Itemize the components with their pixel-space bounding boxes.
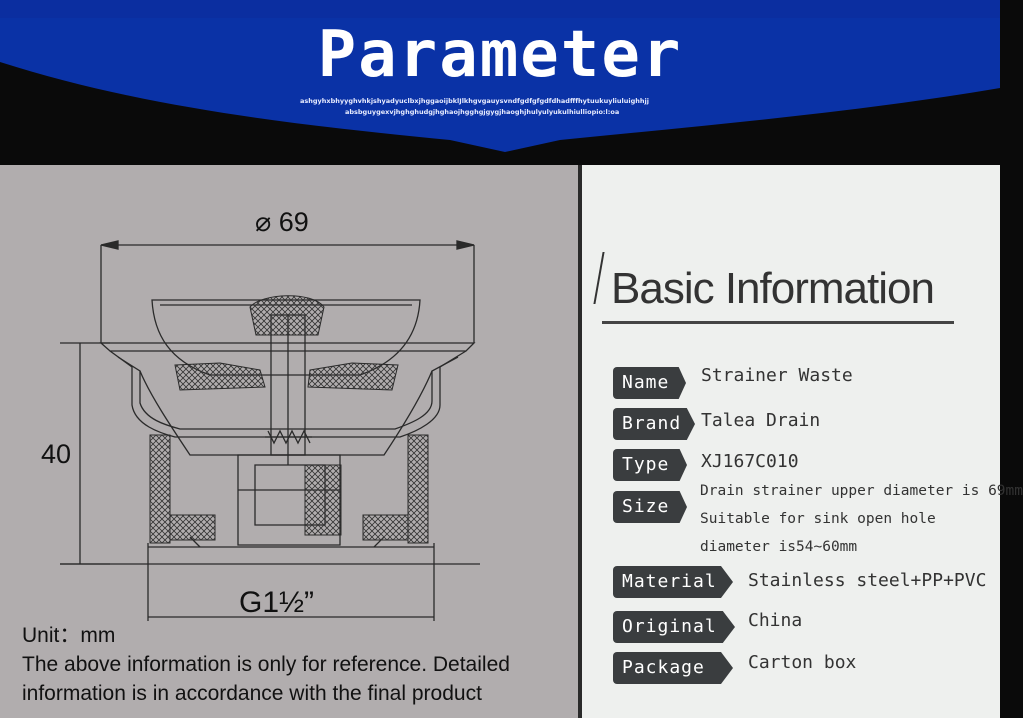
value-size-line-3: diameter is54~60mm: [700, 539, 858, 555]
thread-label: G1½”: [239, 586, 315, 619]
banner-shape: [0, 0, 1000, 152]
drawing-notes: Unit：mm The above information is only fo…: [22, 621, 510, 708]
value-name: Strainer Waste: [701, 365, 853, 386]
banner-subtext-1: ashgyhxbhyyghvhkjshyadyuclbxjhggaoijbklJ…: [300, 97, 649, 105]
label-size: Size: [613, 491, 687, 523]
value-original: China: [748, 610, 803, 631]
height-label: 40: [41, 439, 72, 469]
value-material: Stainless steel+PP+PVC: [748, 570, 987, 591]
unit-note: Unit：mm: [22, 624, 116, 647]
label-type: Type: [613, 449, 687, 481]
disclaimer-line-2: information is in accordance with the fi…: [22, 682, 482, 705]
value-size-line-2: Suitable for sink open hole: [700, 511, 936, 527]
label-brand: Brand: [613, 408, 695, 440]
panel-divider: [578, 165, 582, 718]
banner-subtext-2: absbguygexvjhghghudgjhghaojhgghgjgygjhao…: [345, 108, 620, 116]
page-title: Parameter: [317, 18, 683, 92]
value-type: XJ167C010: [701, 451, 799, 472]
technical-drawing-panel: ⌀ 69 40 G1½” Unit：mm The above informati…: [0, 165, 578, 718]
label-material: Material: [613, 566, 733, 598]
header-banner: Parameter ashgyhxbhyyghvhkjshyadyuclbxjh…: [0, 0, 1000, 165]
title-underline: [602, 321, 954, 324]
strainer-drawing: [60, 240, 480, 621]
label-name: Name: [613, 367, 686, 399]
label-original: Original: [613, 611, 735, 643]
value-size-line-1: Drain strainer upper diameter is 69mm: [700, 483, 1023, 499]
value-package: Carton box: [748, 652, 857, 673]
info-title: Basic Information: [611, 264, 935, 313]
diameter-label: ⌀ 69: [255, 207, 309, 237]
value-brand: Talea Drain: [701, 410, 821, 431]
label-package: Package: [613, 652, 733, 684]
disclaimer-line-1: The above information is only for refere…: [22, 653, 510, 676]
